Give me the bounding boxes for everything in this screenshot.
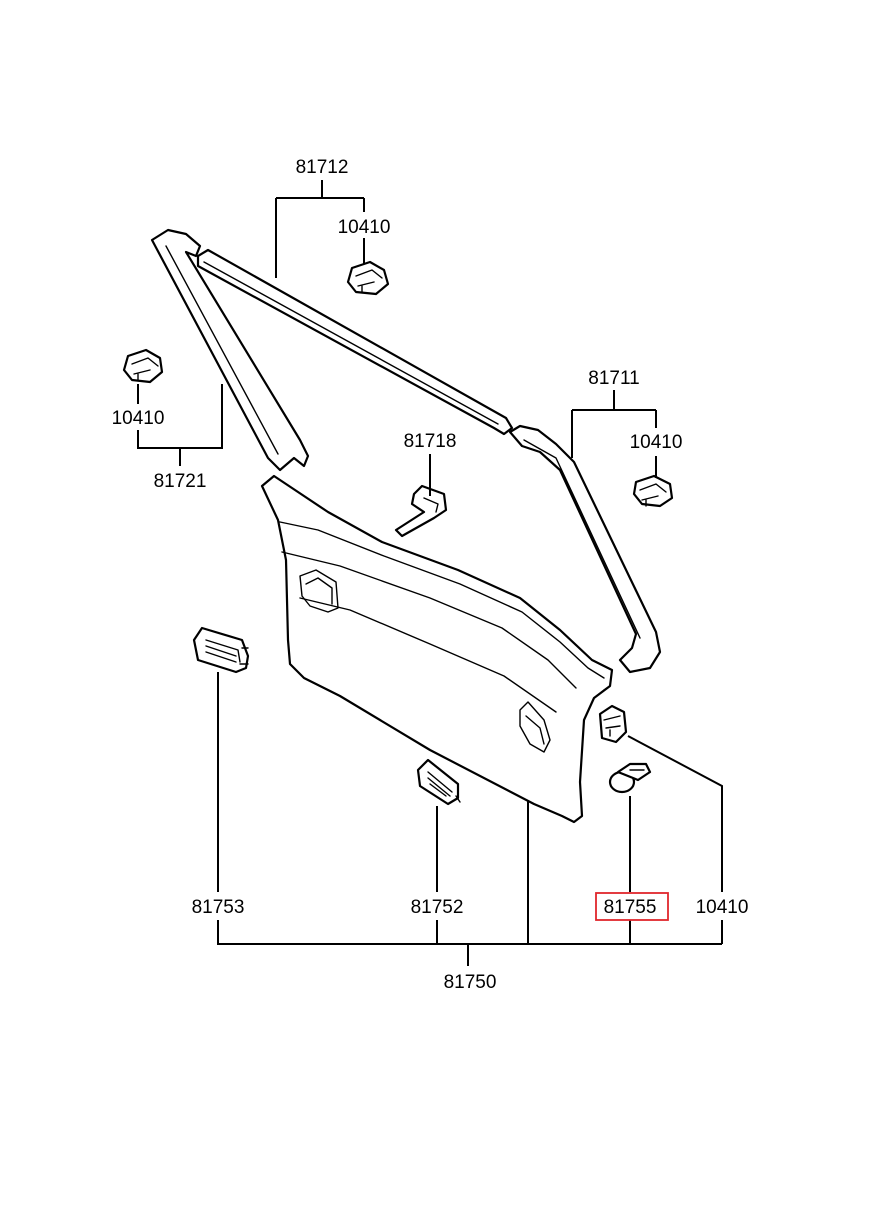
label-81721: 81721 <box>154 471 207 492</box>
label-10410-right: 10410 <box>630 432 683 453</box>
fastener-81755[interactable] <box>608 762 652 794</box>
label-81752: 81752 <box>411 897 464 918</box>
upper-header-trim-81712[interactable] <box>196 248 514 436</box>
clip-10410-top[interactable] <box>346 260 390 296</box>
label-81753: 81753 <box>192 897 245 918</box>
right-pillar-trim-81711[interactable] <box>508 424 662 674</box>
highlight-box-81755 <box>595 892 669 921</box>
label-81750: 81750 <box>444 972 497 993</box>
clip-10410-right[interactable] <box>632 474 674 508</box>
main-trim-panel-81750[interactable] <box>260 474 614 824</box>
label-81755[interactable]: 81755 <box>604 897 657 918</box>
clip-10410-bottom[interactable] <box>598 704 628 744</box>
label-81718: 81718 <box>404 431 457 452</box>
label-10410-left: 10410 <box>112 408 165 429</box>
label-81712: 81712 <box>296 157 349 178</box>
label-10410-bottom: 10410 <box>696 897 749 918</box>
left-pillar-trim-81721[interactable] <box>150 228 310 472</box>
vent-grille-81752[interactable] <box>416 758 461 806</box>
leader-lines <box>137 180 723 966</box>
vent-grille-81753[interactable] <box>192 626 250 674</box>
bracket-81718[interactable] <box>394 484 448 538</box>
label-10410-top: 10410 <box>338 217 391 238</box>
clip-10410-left[interactable] <box>122 348 164 384</box>
label-81711: 81711 <box>588 368 639 389</box>
